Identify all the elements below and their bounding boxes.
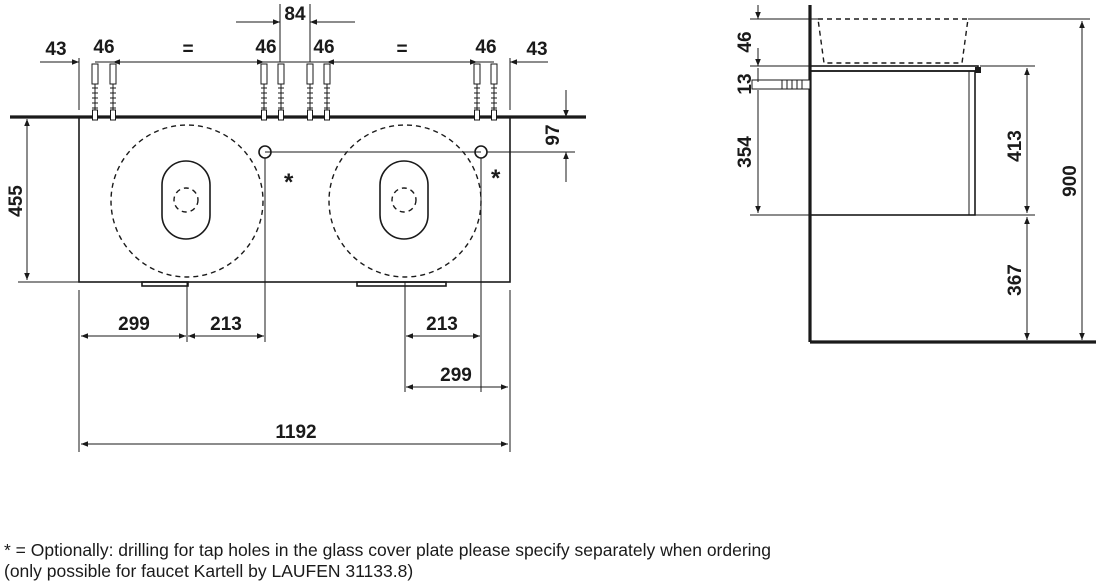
dim-top-46-1: 46 bbox=[93, 37, 114, 58]
drain-left bbox=[161, 160, 211, 240]
footnote-line-1: * = Optionally: drilling for tap holes i… bbox=[4, 540, 772, 560]
top-dimension-chain bbox=[40, 19, 548, 65]
dim-height-455: 455 bbox=[6, 185, 27, 217]
dim-top-46-3: 46 bbox=[313, 37, 334, 58]
dim-top-43-right: 43 bbox=[526, 39, 547, 60]
tap-fitting-7 bbox=[473, 63, 481, 121]
drain-hole-right bbox=[391, 187, 417, 213]
tap-fitting-6 bbox=[323, 63, 331, 121]
drain-right bbox=[379, 160, 429, 240]
dim-bottom-299-left: 299 bbox=[118, 314, 150, 335]
cabinet-body bbox=[78, 116, 511, 283]
asterisk-left: * bbox=[284, 169, 294, 196]
dim-tap-offset-97: 97 bbox=[543, 124, 564, 145]
tap-fitting-3 bbox=[260, 63, 268, 121]
cabinet-side bbox=[809, 70, 976, 216]
dim-top-equal-right: = bbox=[396, 39, 407, 60]
cabinet-foot-left bbox=[141, 281, 189, 287]
tap-fitting-4 bbox=[277, 63, 285, 121]
dim-top-46-4: 46 bbox=[475, 37, 496, 58]
basin-outline-right bbox=[328, 124, 482, 278]
dim-bottom-299-right: 299 bbox=[440, 365, 472, 386]
dim-top-46-2: 46 bbox=[255, 37, 276, 58]
plate-edge bbox=[975, 67, 981, 73]
dim-bottom-213-left: 213 bbox=[210, 314, 242, 335]
basin-outline-side bbox=[817, 18, 969, 64]
dim-top-84: 84 bbox=[284, 4, 306, 25]
tap-fitting-1 bbox=[91, 63, 99, 121]
footnote-line-2: (only possible for faucet Kartell by LAU… bbox=[4, 561, 414, 581]
dim-side-900: 900 bbox=[1060, 165, 1081, 197]
dim-side-354: 354 bbox=[735, 136, 756, 168]
tap-fitting-8 bbox=[490, 63, 498, 121]
tap-connector bbox=[751, 79, 811, 90]
tap-fitting-2 bbox=[109, 63, 117, 121]
drain-hole-left bbox=[173, 187, 199, 213]
side-view: 46 13 354 413 367 900 bbox=[735, 5, 1096, 344]
dim-side-46: 46 bbox=[735, 31, 756, 52]
asterisk-right: * bbox=[491, 165, 501, 192]
dim-top-43-left: 43 bbox=[45, 39, 66, 60]
cabinet-foot-right bbox=[356, 281, 447, 287]
front-view: * * 43 46 = 46 84 bbox=[6, 4, 586, 452]
tap-fitting-5 bbox=[306, 63, 314, 121]
dim-top-equal-left: = bbox=[182, 39, 193, 60]
dim-side-367: 367 bbox=[1005, 264, 1026, 296]
dim-side-413: 413 bbox=[1005, 130, 1026, 162]
basin-outline-left bbox=[110, 124, 264, 278]
dim-overall-width-1192: 1192 bbox=[275, 422, 316, 443]
dim-bottom-213-right: 213 bbox=[426, 314, 458, 335]
dim-side-13: 13 bbox=[735, 73, 756, 94]
